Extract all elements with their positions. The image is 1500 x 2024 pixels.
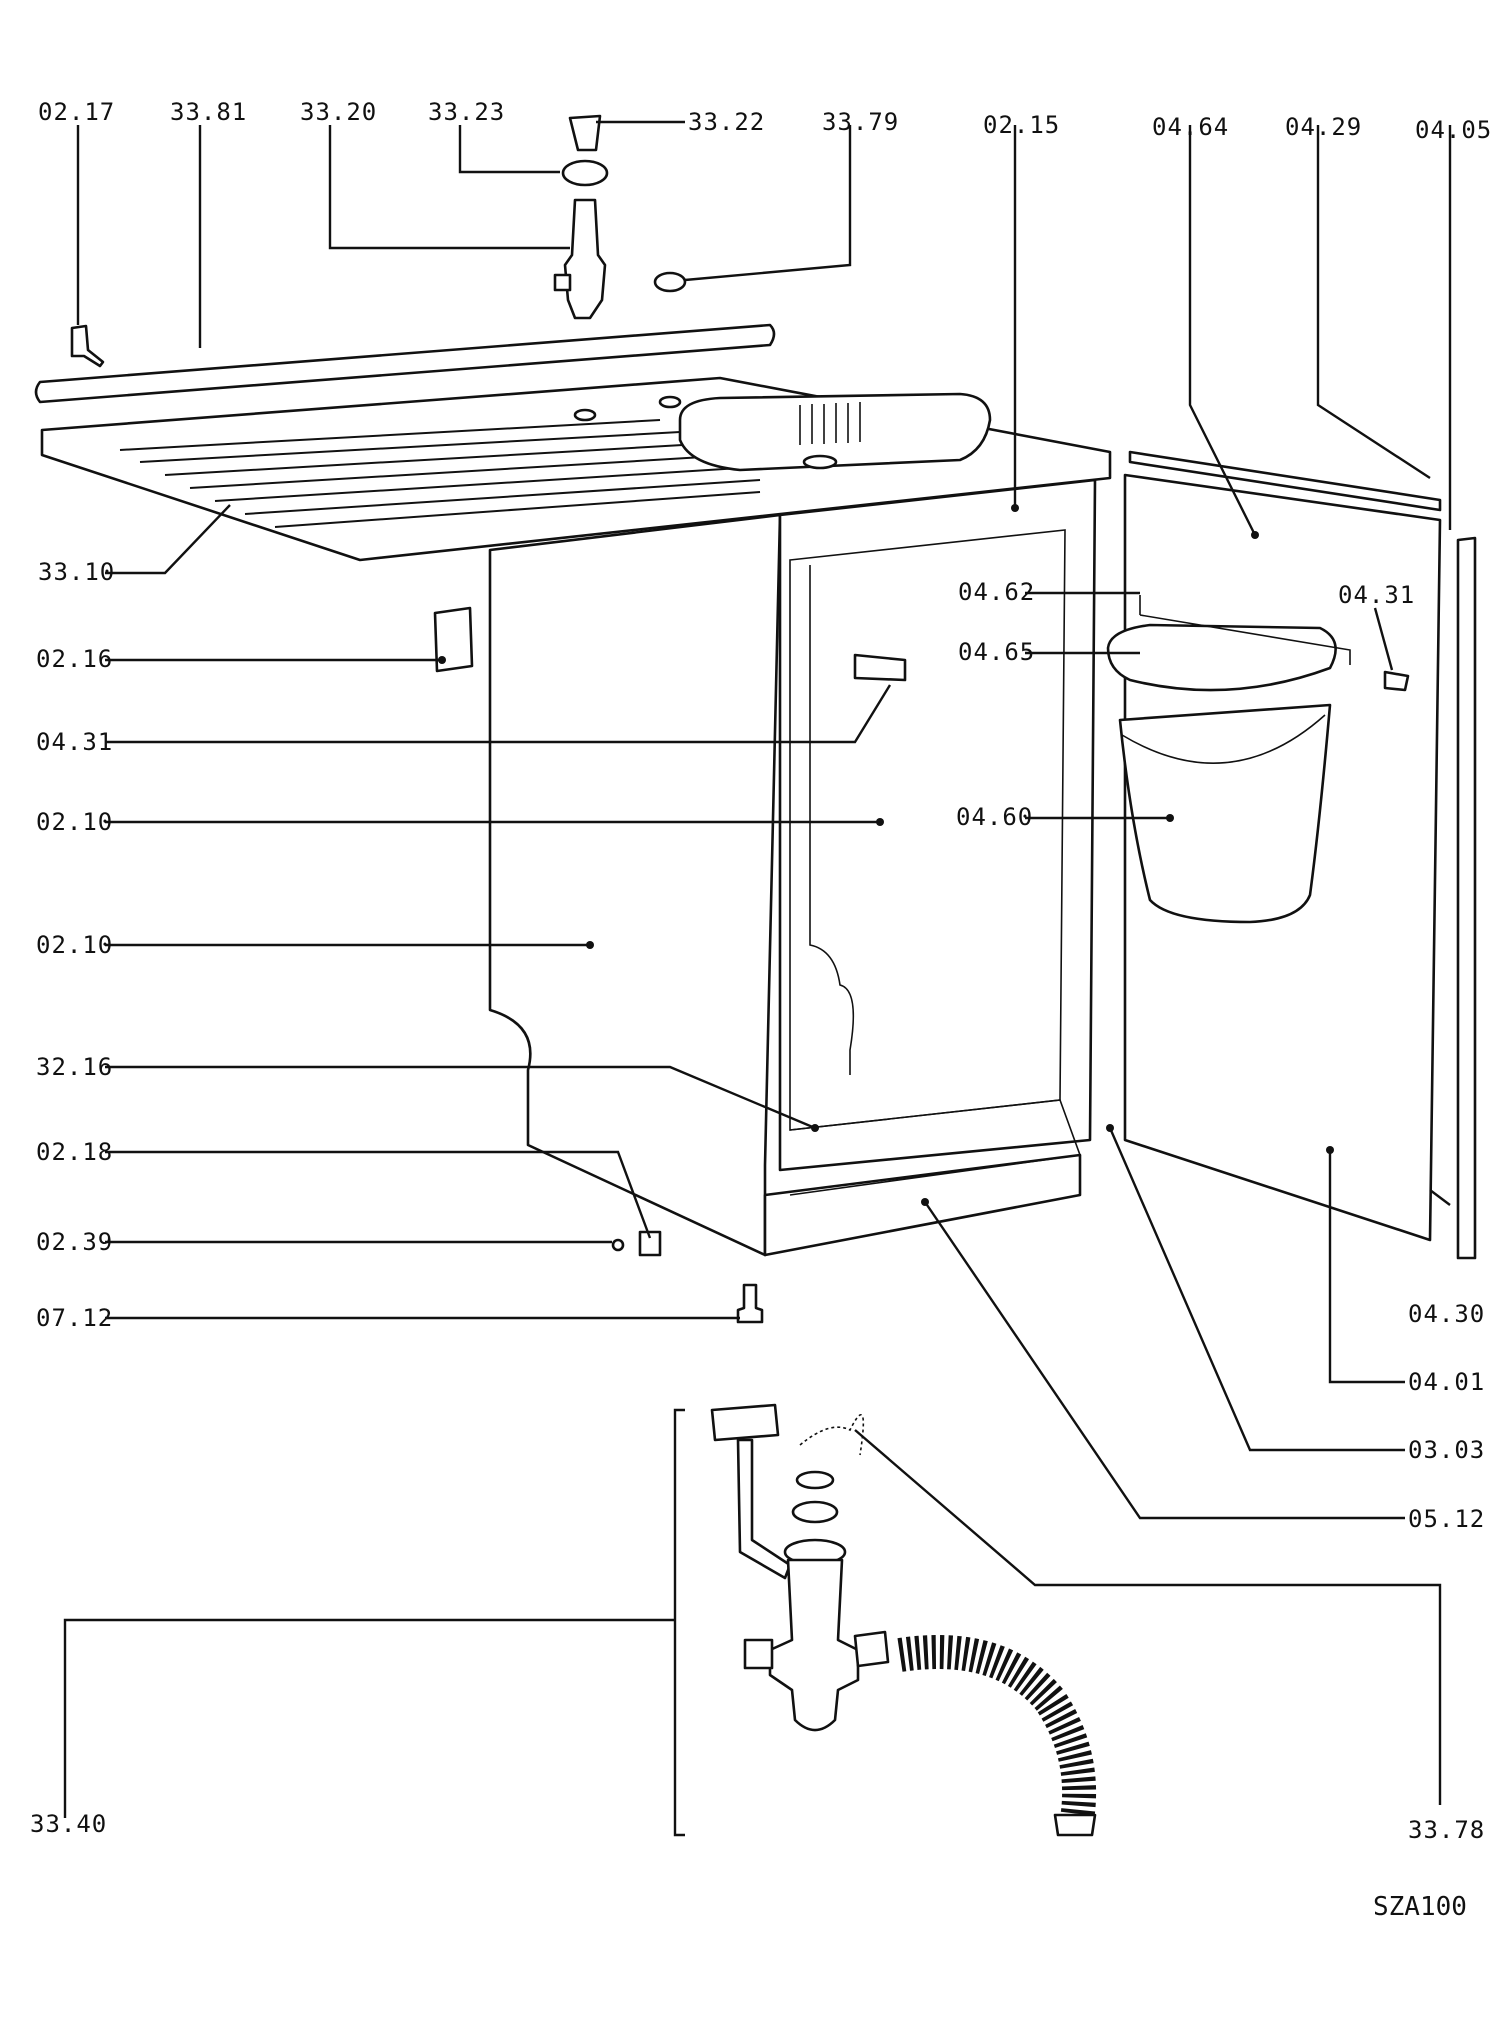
bucket-holder-bracket xyxy=(1139,595,1351,665)
callout-33-20: 33.20 xyxy=(300,98,377,126)
callout-02-17: 02.17 xyxy=(38,98,115,126)
callout-33-78: 33.78 xyxy=(1408,1816,1485,1844)
callout-05-12: 05.12 xyxy=(1408,1505,1485,1533)
waste-hose xyxy=(897,1635,1097,1834)
sink-bowl xyxy=(678,392,992,472)
door-top-rail xyxy=(1128,450,1442,512)
overflow-pipe xyxy=(736,1438,792,1580)
callout-04-65: 04.65 xyxy=(958,638,1035,666)
waste-hose-end xyxy=(1053,1813,1097,1837)
callout-33-79: 33.79 xyxy=(822,108,899,136)
callout-33-10: 33.10 xyxy=(38,558,115,586)
callout-07-12: 07.12 xyxy=(36,1304,113,1332)
sink-bowl-hatching xyxy=(799,402,861,445)
leveling-foot xyxy=(736,1283,764,1324)
door-side-strip xyxy=(1456,536,1477,1260)
hinge-plate xyxy=(433,606,474,673)
tap-side-outlet xyxy=(553,273,572,292)
callout-04-29: 04.29 xyxy=(1285,113,1362,141)
tap-hole-2 xyxy=(658,395,682,409)
catalog-code: SZA100 xyxy=(1373,1892,1467,1922)
leader-dots xyxy=(438,504,1334,1206)
cabinet-floor xyxy=(789,1099,1082,1196)
splashback-rail xyxy=(34,323,776,404)
door-catch-right xyxy=(1383,670,1410,692)
callout-04-31-right: 04.31 xyxy=(1338,581,1415,609)
door-catch-left xyxy=(853,653,907,682)
callout-04-30: 04.30 xyxy=(1408,1300,1485,1328)
callout-02-15: 02.15 xyxy=(983,111,1060,139)
tap-handle-cap xyxy=(568,114,602,152)
callout-04-62: 04.62 xyxy=(958,578,1035,606)
callout-33-81: 33.81 xyxy=(170,98,247,126)
callout-02-10-b: 02.10 xyxy=(36,931,113,959)
callout-33-22: 33.22 xyxy=(688,108,765,136)
sink-drain-hole xyxy=(802,454,838,470)
callout-33-40: 33.40 xyxy=(30,1810,107,1838)
callout-02-16: 02.16 xyxy=(36,645,113,673)
callout-04-64: 04.64 xyxy=(1152,113,1229,141)
cabinet-inner-cutout xyxy=(809,565,855,1075)
drain-strainer xyxy=(795,1470,835,1490)
bucket xyxy=(1118,703,1332,924)
drain-washer xyxy=(791,1500,839,1524)
hole-plug xyxy=(653,271,687,293)
callout-02-10-a: 02.10 xyxy=(36,808,113,836)
callout-03-03: 03.03 xyxy=(1408,1436,1485,1464)
plug-chain xyxy=(799,1414,865,1456)
callout-04-60: 04.60 xyxy=(956,803,1033,831)
connector-fitting xyxy=(638,1230,662,1257)
callout-02-18: 02.18 xyxy=(36,1138,113,1166)
callout-33-23: 33.23 xyxy=(428,98,505,126)
assembly-bracket xyxy=(673,1408,685,1837)
leader-lines xyxy=(63,120,1452,1818)
bucket-lid xyxy=(1106,623,1337,692)
sink-top-front-edge xyxy=(41,454,1111,561)
bucket-handle xyxy=(1121,714,1326,764)
callout-04-31-left: 04.31 xyxy=(36,728,113,756)
dowel xyxy=(611,1238,625,1252)
trap-body xyxy=(768,1558,860,1732)
callout-04-01: 04.01 xyxy=(1408,1368,1485,1396)
fixing-bracket-0217 xyxy=(70,324,105,368)
callout-04-05: 04.05 xyxy=(1415,116,1492,144)
tap-hole xyxy=(573,408,597,422)
cabinet-back-panel xyxy=(778,478,1097,1172)
trap-side-outlet xyxy=(743,1638,774,1670)
tap-body xyxy=(563,198,607,320)
callout-32-16: 32.16 xyxy=(36,1053,113,1081)
draining-board-ribs xyxy=(119,419,761,528)
overflow-outlet xyxy=(710,1403,780,1442)
trap-right-outlet xyxy=(853,1630,890,1668)
cabinet-side-panel xyxy=(488,513,782,1257)
callout-02-39: 02.39 xyxy=(36,1228,113,1256)
tap-handle xyxy=(561,159,609,187)
